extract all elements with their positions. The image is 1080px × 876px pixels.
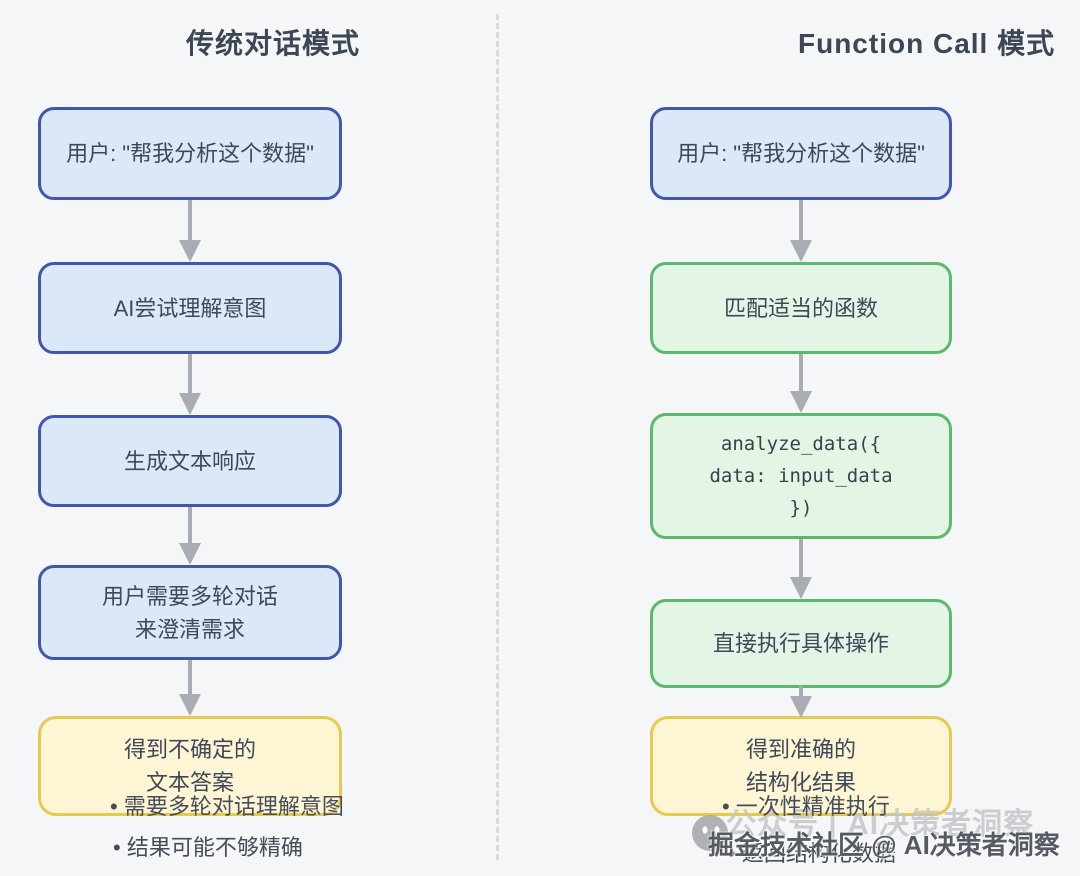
left-bullet-2: • 结果可能不够精确	[113, 835, 303, 860]
box-function-call-code: analyze_data({ data: input_data })	[650, 413, 952, 539]
box-generate-text: 生成文本响应	[38, 415, 342, 507]
arrow-down-icon	[789, 686, 813, 718]
arrow-head	[790, 240, 812, 262]
column-divider	[496, 14, 499, 860]
box-user-request-right: 用户: "帮我分析这个数据"	[650, 107, 952, 200]
node-text-line: 来澄清需求	[134, 616, 245, 642]
arrow-head	[790, 577, 812, 599]
node-text-line: 得到不确定的	[123, 737, 256, 762]
arrow-line	[188, 200, 192, 240]
arrow-down-icon	[178, 354, 202, 415]
arrow-head	[179, 393, 201, 415]
watermark-background-text: 公众号 | AI决策者洞察	[726, 808, 1035, 841]
right-bullet-2: • 返回结构化数据	[728, 841, 896, 866]
arrow-down-icon	[789, 200, 813, 262]
box-match-function: 匹配适当的函数	[650, 262, 952, 354]
arrow-head	[790, 696, 812, 718]
code-line: })	[789, 497, 813, 520]
node-text-line: 生成文本响应	[123, 448, 256, 474]
arrow-head	[179, 240, 201, 262]
node-text-line: 匹配适当的函数	[723, 295, 878, 321]
arrow-line	[799, 686, 803, 696]
arrow-down-icon	[178, 507, 202, 565]
arrow-down-icon	[789, 539, 813, 599]
box-ai-understand: AI尝试理解意图	[38, 262, 342, 354]
arrow-line	[799, 354, 803, 391]
node-text-line: 文本答案	[145, 770, 234, 795]
arrow-line	[188, 354, 192, 393]
arrow-down-icon	[789, 354, 813, 413]
arrow-down-icon	[178, 200, 202, 262]
node-text-line: 得到准确的	[745, 737, 856, 762]
right-bullet-1: • 一次性精准执行	[722, 794, 890, 819]
arrow-head	[179, 694, 201, 716]
watermark-foreground-text: 掘金技术社区 @ AI决策者洞察	[708, 830, 1060, 860]
code-line: analyze_data({	[720, 432, 882, 455]
box-user-request-left: 用户: "帮我分析这个数据"	[38, 107, 342, 200]
node-text-line: 用户: "帮我分析这个数据"	[66, 141, 314, 166]
arrow-line	[188, 507, 192, 543]
wechat-icon	[692, 815, 728, 851]
node-text-line: 结构化结果	[745, 770, 856, 795]
box-uncertain-result: 得到不确定的 文本答案	[38, 716, 342, 816]
right-column-title: Function Call 模式	[798, 28, 1056, 59]
arrow-head	[179, 543, 201, 565]
node-text-line: 用户需要多轮对话	[101, 583, 278, 609]
arrow-line	[188, 660, 192, 694]
arrow-head	[790, 391, 812, 413]
node-text-line: AI尝试理解意图	[113, 295, 267, 321]
node-text-line: 直接执行具体操作	[712, 631, 889, 656]
arrow-line	[799, 200, 803, 240]
node-text-line: 用户: "帮我分析这个数据"	[677, 141, 925, 166]
arrow-down-icon	[178, 660, 202, 716]
left-bullet-1: • 需要多轮对话理解意图	[110, 794, 344, 819]
code-line: data: input_data	[709, 464, 893, 487]
arrow-line	[799, 539, 803, 577]
box-execute-operation: 直接执行具体操作	[650, 599, 952, 688]
left-column-title: 传统对话模式	[186, 28, 361, 59]
box-multi-turn-dialog: 用户需要多轮对话 来澄清需求	[38, 565, 342, 660]
